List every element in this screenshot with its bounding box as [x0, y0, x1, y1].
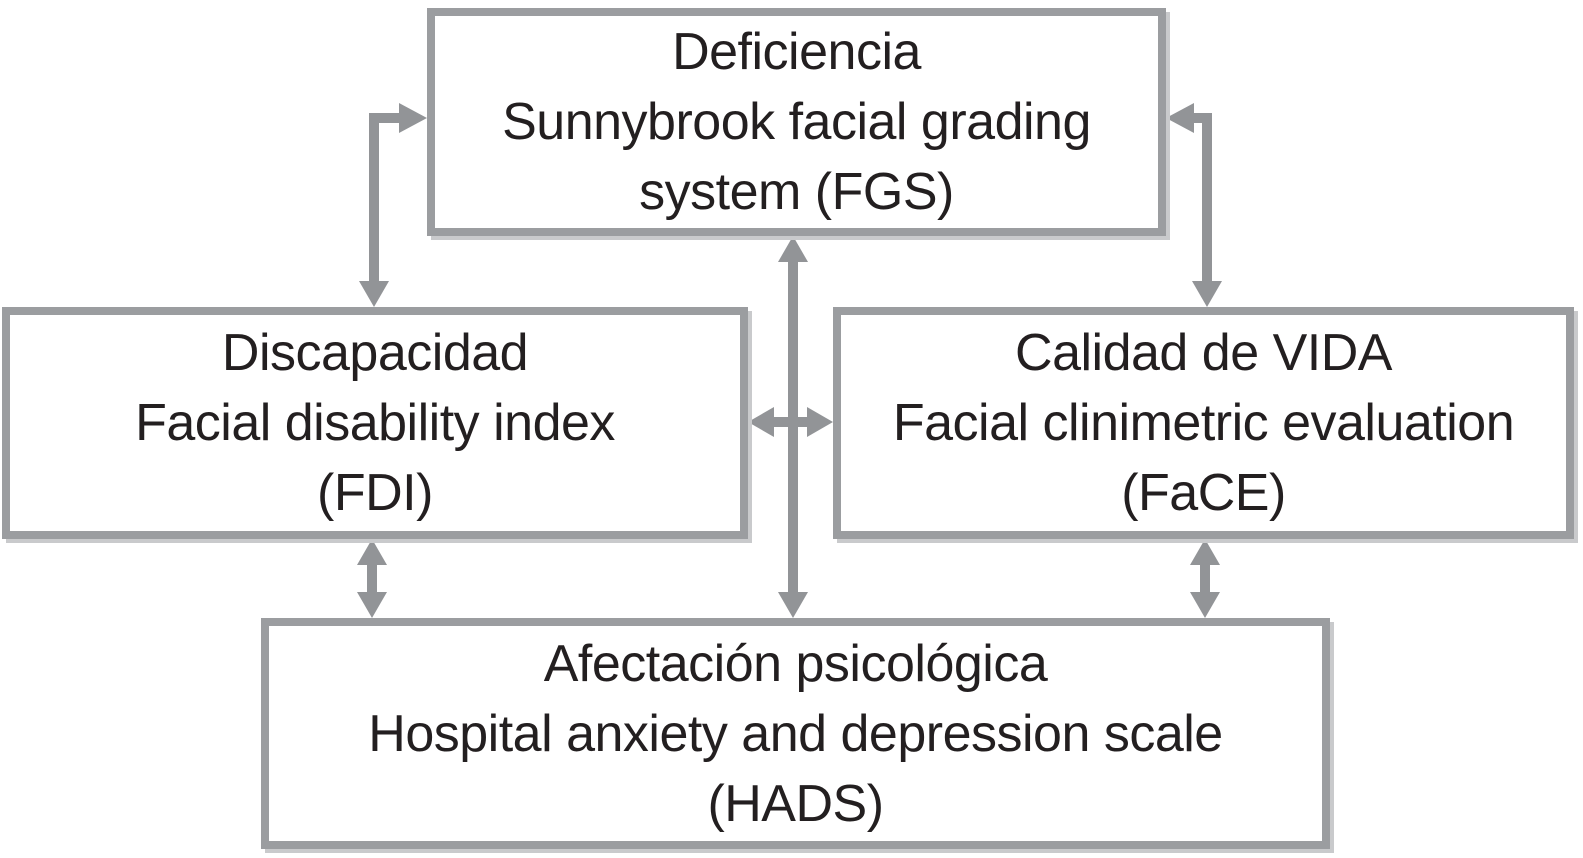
box-subtitle: Facial clinimetric evaluation	[892, 394, 1515, 452]
box-afectacion-psicologica-hads: Afectación psicológica Hospital anxiety …	[261, 618, 1330, 849]
arrow-fgs-face	[1166, 103, 1222, 307]
box-title: Calidad de VIDA	[1015, 324, 1392, 382]
box-subtitle: Facial disability index	[135, 394, 615, 452]
arrow-fgs-fdi	[359, 103, 427, 307]
box-acronym: system (FGS)	[639, 163, 954, 221]
box-acronym: (HADS)	[707, 774, 884, 833]
box-calidad-de-vida-face: Calidad de VIDA Facial clinimetric evalu…	[833, 307, 1574, 539]
arrow-fdi-face	[748, 407, 833, 437]
box-subtitle: Sunnybrook facial grading	[502, 93, 1091, 151]
arrow-fdi-hads	[357, 539, 387, 618]
arrow-face-hads	[1190, 539, 1220, 618]
box-acronym: (FDI)	[317, 464, 433, 522]
box-discapacidad-fdi: Discapacidad Facial disability index (FD…	[2, 307, 748, 539]
box-subtitle: Hospital anxiety and depression scale	[368, 704, 1223, 763]
box-title: Deficiencia	[672, 23, 921, 81]
box-title: Discapacidad	[221, 324, 529, 382]
box-acronym: (FaCE)	[1121, 464, 1286, 522]
box-title: Afectación psicológica	[543, 634, 1048, 693]
box-deficiencia-fgs: Deficiencia Sunnybrook facial grading sy…	[427, 8, 1166, 236]
